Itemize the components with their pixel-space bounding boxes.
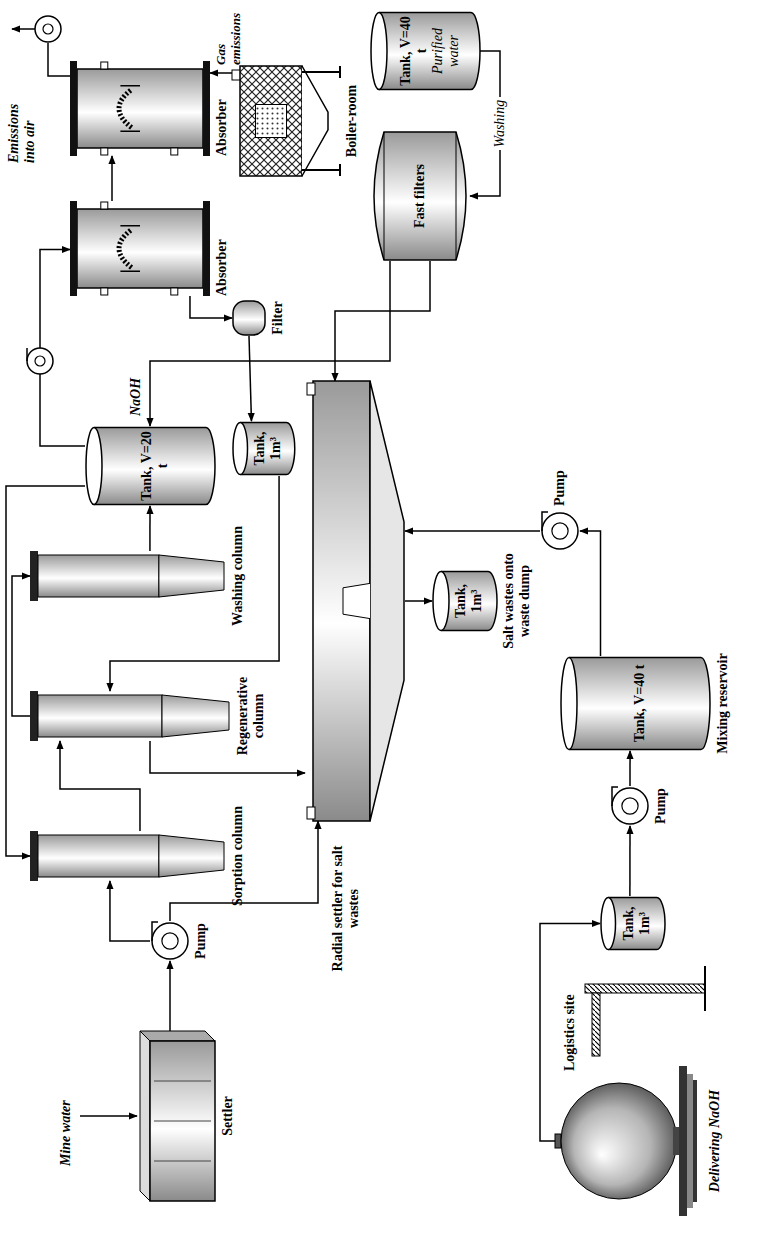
washing-column-outline bbox=[30, 551, 225, 601]
salt-waste-tank: Tank, 1m³Salt wastes onto waste dump bbox=[432, 570, 497, 632]
flow-arrow bbox=[110, 881, 150, 941]
node-text: Tank, 1m³ bbox=[621, 899, 653, 948]
node-text: Purified water bbox=[430, 14, 462, 88]
node-caption: Salt wastes onto waste dump bbox=[501, 539, 533, 663]
flow-arrow bbox=[629, 751, 631, 786]
pump-symbol: Pump bbox=[610, 786, 650, 826]
node-caption: Pump bbox=[193, 906, 209, 976]
pump-symbol: Pump bbox=[540, 511, 580, 551]
node-caption: Filter bbox=[270, 293, 286, 343]
filter-vessel-outline bbox=[232, 300, 266, 336]
exhaust-line bbox=[12, 16, 70, 76]
node-text: Tank, V=20 t bbox=[139, 429, 171, 503]
radial-settler: Radial settler for salt wastes bbox=[305, 381, 405, 821]
boiler-room: Boiler-room bbox=[240, 66, 340, 176]
annotation-label: Emissions into air bbox=[6, 85, 38, 163]
flow-arrow bbox=[60, 741, 140, 831]
fan-symbol bbox=[27, 348, 53, 374]
edge-label: Washing bbox=[492, 97, 508, 151]
washing-column: Washing column bbox=[30, 551, 225, 601]
inflow-arrow bbox=[80, 1115, 137, 1117]
pump-symbol-outline bbox=[150, 921, 190, 961]
flow-arrow bbox=[149, 506, 151, 551]
node-text: Tank, V=40 t bbox=[398, 14, 430, 88]
flow-arrow bbox=[111, 156, 113, 201]
flow-arrow bbox=[6, 486, 85, 856]
tanker-sphere-outline bbox=[555, 1066, 705, 1216]
flow-arrow bbox=[629, 826, 631, 896]
node-caption: Pump bbox=[552, 456, 568, 506]
node-text: Tank, 1m³ bbox=[252, 424, 284, 473]
node-caption: Washing column bbox=[230, 526, 246, 626]
flow-arrow bbox=[249, 336, 251, 421]
node-text: Tank, V=40 t bbox=[632, 659, 648, 748]
sorption-column-outline bbox=[30, 831, 225, 881]
flow-arrow bbox=[405, 530, 540, 532]
flow-arrow bbox=[580, 531, 601, 656]
flow-arrow bbox=[150, 741, 305, 773]
node-caption: Boiler-room bbox=[344, 66, 360, 176]
storage-tank: Tank, V=20 t bbox=[85, 426, 215, 506]
mixing-tank: Tank, V=40 tMixing reservoir bbox=[560, 656, 710, 751]
fast-filter: Fast filters bbox=[370, 131, 470, 261]
node-caption: Radial settler for salt wastes bbox=[330, 831, 362, 986]
filter-vessel: Filter bbox=[232, 300, 266, 336]
flow-arrow bbox=[12, 576, 30, 716]
sorption-column: Sorption column bbox=[30, 831, 225, 881]
absorber-column-outline bbox=[70, 201, 210, 296]
node-caption: Delivering NaOH bbox=[707, 1066, 723, 1216]
settler-tank: Settler bbox=[140, 1031, 215, 1201]
annotation-label: Gas emissions bbox=[214, 7, 244, 65]
flow-arrow bbox=[190, 296, 232, 318]
node-caption: Pump bbox=[653, 771, 669, 841]
node-caption: Regenerative column bbox=[235, 661, 267, 771]
absorber-column: Absorber bbox=[70, 61, 210, 156]
node-caption: Absorber bbox=[214, 78, 230, 156]
annotation-label: NaOH bbox=[128, 372, 144, 416]
settler-tank-outline bbox=[140, 1031, 215, 1201]
pump-symbol-outline bbox=[610, 786, 650, 826]
absorber-column-outline bbox=[70, 61, 210, 156]
regenerative-column-outline bbox=[30, 691, 230, 741]
small-tank: Tank, 1m³ bbox=[232, 421, 295, 476]
pump-symbol: Pump bbox=[150, 921, 190, 961]
annotation-label: Mine water bbox=[58, 1056, 74, 1166]
annotation-label: Logistics site bbox=[562, 961, 578, 1071]
flow-arrow bbox=[335, 261, 430, 381]
flow-arrow bbox=[169, 961, 171, 1031]
tanker-sphere: Delivering NaOH bbox=[555, 1066, 705, 1216]
node-caption: Mixing reservoir bbox=[715, 641, 731, 766]
pump-symbol-outline bbox=[540, 511, 580, 551]
absorber-column: Absorber bbox=[70, 201, 210, 296]
node-caption: Absorber bbox=[214, 206, 230, 296]
regenerative-column: Regenerative column bbox=[30, 691, 230, 741]
small-tank: Tank, 1m³ bbox=[600, 896, 665, 951]
logistics-platform bbox=[585, 966, 705, 1056]
node-text: Fast filters bbox=[412, 134, 428, 258]
boiler-room-outline bbox=[240, 66, 340, 176]
flow-arrow bbox=[405, 600, 432, 602]
node-caption: Settler bbox=[220, 1031, 236, 1201]
radial-settler-outline bbox=[305, 381, 405, 821]
node-text: Tank, 1m³ bbox=[453, 573, 485, 629]
node-caption: Sorption column bbox=[230, 806, 246, 906]
purified-water-tank: Tank, V=40 tPurified water bbox=[370, 11, 480, 91]
